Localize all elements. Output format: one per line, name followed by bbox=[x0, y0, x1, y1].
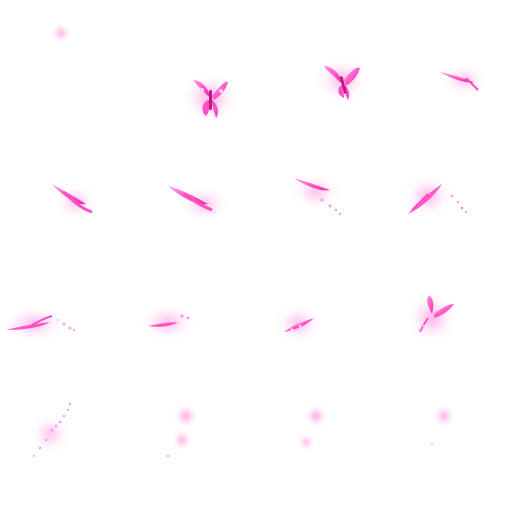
frame-12-reforming bbox=[384, 256, 512, 384]
frame-6-folding bbox=[128, 128, 256, 256]
frame-4-butterfly-edge bbox=[384, 0, 512, 128]
frame-1-glow bbox=[0, 0, 128, 128]
frame-13-dust bbox=[0, 384, 128, 512]
frame-11-fragment-small bbox=[256, 256, 384, 384]
frame-8-edge-trail bbox=[384, 128, 512, 256]
frame-16-orb-small bbox=[384, 384, 512, 512]
frame-5-folding bbox=[0, 128, 128, 256]
frame-2-butterfly-open bbox=[128, 0, 256, 128]
frame-10-fragment bbox=[128, 256, 256, 384]
frame-7-edge-trail bbox=[256, 128, 384, 256]
frame-15-dust-orb bbox=[256, 384, 384, 512]
frame-14-dust-orb bbox=[128, 384, 256, 512]
frame-3-butterfly-tilt bbox=[256, 0, 384, 128]
frame-9-edge-trail bbox=[0, 256, 128, 384]
